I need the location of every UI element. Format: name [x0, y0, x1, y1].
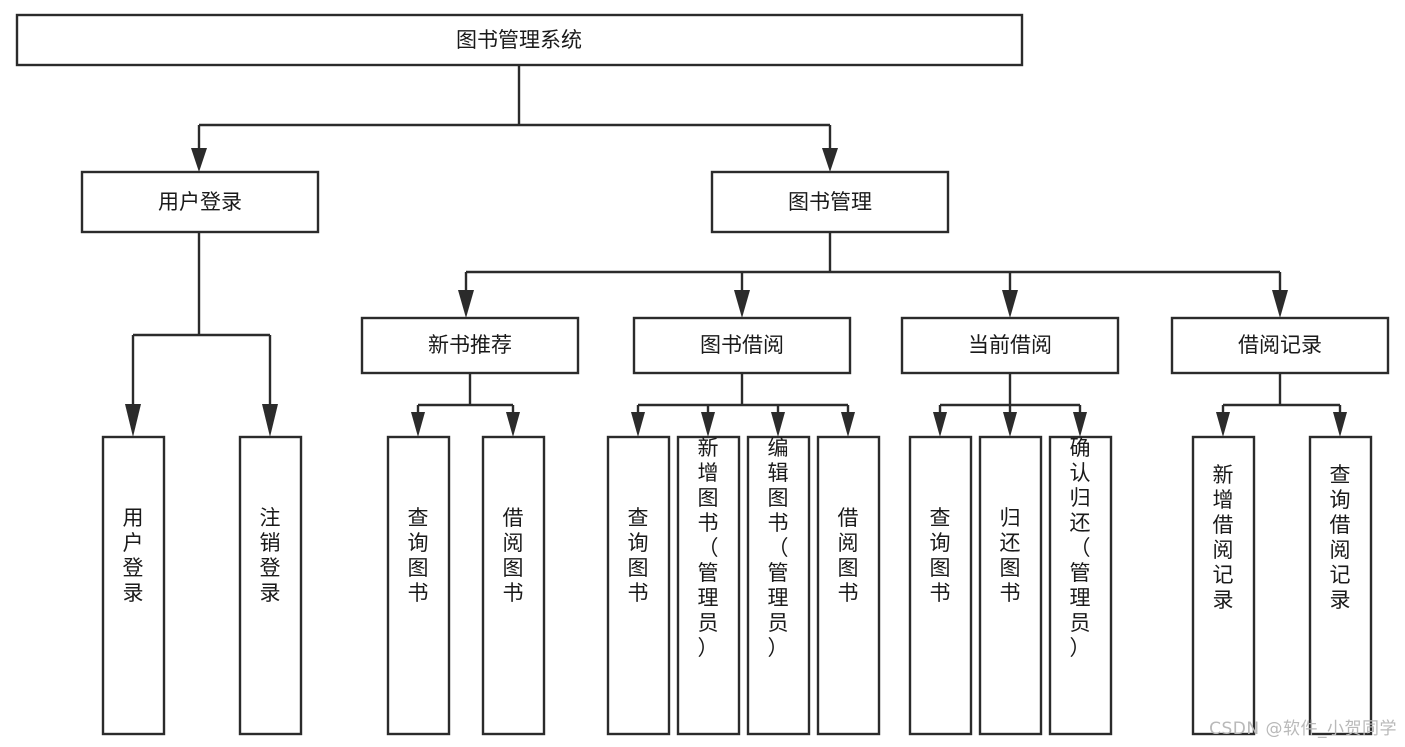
node-borrow-record-box[interactable]	[1170, 316, 1390, 375]
arrowhead-book-borrow	[734, 290, 750, 318]
node-current-borrow-label: 当前借阅	[968, 333, 1052, 357]
node-book-manage-box[interactable]	[710, 170, 950, 234]
node-user-login[interactable]: 用户登录	[80, 170, 320, 234]
node-leaf-query-book-borrow-label: 查询图书	[628, 506, 649, 605]
arrowhead-leaf-borrow-book	[841, 412, 855, 437]
node-leaf-borrow-book-label: 借阅图书	[838, 506, 859, 605]
arrowhead-book-manage	[822, 148, 838, 172]
node-leaf-confirm-return[interactable]: 确认归还（管理员）	[1048, 435, 1113, 736]
node-leaf-add-record-label: 新增借阅记录	[1213, 463, 1234, 612]
node-leaf-borrow-book-box[interactable]	[816, 435, 881, 736]
node-leaf-return-book-label: 归还图书	[1000, 506, 1021, 605]
arrowhead-leaf-add-record	[1216, 412, 1230, 437]
node-leaf-query-book-cur-label: 查询图书	[930, 506, 951, 605]
node-leaf-add-record[interactable]: 新增借阅记录	[1191, 435, 1256, 736]
node-leaf-edit-book-box[interactable]	[746, 435, 811, 736]
node-leaf-add-record-box[interactable]	[1191, 435, 1256, 736]
node-leaf-query-book-rec-box[interactable]	[386, 435, 451, 736]
arrowhead-leaf-add-book	[701, 412, 715, 437]
arrowhead-current-borrow	[1002, 290, 1018, 318]
node-leaf-query-book-cur[interactable]: 查询图书	[908, 435, 973, 736]
node-leaf-user-login-box[interactable]	[101, 435, 166, 736]
node-book-manage[interactable]: 图书管理	[710, 170, 950, 234]
node-borrow-record-label: 借阅记录	[1238, 333, 1322, 357]
node-leaf-edit-book[interactable]: 编辑图书（管理员）	[746, 435, 811, 736]
node-leaf-confirm-return-box[interactable]	[1048, 435, 1113, 736]
node-new-book-rec[interactable]: 新书推荐	[360, 316, 580, 375]
node-leaf-logout-label: 注销登录	[260, 506, 281, 605]
node-leaf-add-book[interactable]: 新增图书（管理员）	[676, 435, 741, 736]
connector-layer	[125, 66, 1347, 437]
node-new-book-rec-box[interactable]	[360, 316, 580, 375]
node-leaf-return-book[interactable]: 归还图书	[978, 435, 1043, 736]
node-leaf-logout-box[interactable]	[238, 435, 303, 736]
node-leaf-user-login[interactable]: 用户登录	[101, 435, 166, 736]
node-leaf-logout[interactable]: 注销登录	[238, 435, 303, 736]
node-leaf-borrow-book-rec[interactable]: 借阅图书	[481, 435, 546, 736]
csdn-watermark: CSDN @软件_小贺同学	[1209, 719, 1397, 739]
node-user-login-box[interactable]	[80, 170, 320, 234]
node-leaf-return-book-box[interactable]	[978, 435, 1043, 736]
node-leaf-confirm-return-label: 确认归还（管理员）	[1070, 436, 1091, 660]
node-user-login-label: 用户登录	[158, 190, 242, 214]
node-root-label: 图书管理系统	[456, 28, 582, 52]
node-book-borrow[interactable]: 图书借阅	[632, 316, 852, 375]
arrowhead-new-book-rec	[458, 290, 474, 318]
node-leaf-query-book-rec-label: 查询图书	[408, 506, 429, 605]
node-book-borrow-label: 图书借阅	[700, 333, 784, 357]
arrowhead-leaf-query-book-cur	[933, 412, 947, 437]
node-leaf-query-record[interactable]: 查询借阅记录	[1308, 435, 1373, 736]
arrowhead-leaf-user-login	[125, 404, 141, 437]
node-leaf-user-login-label: 用户登录	[123, 506, 144, 605]
node-leaf-query-book-borrow[interactable]: 查询图书	[606, 435, 671, 736]
node-leaf-add-book-box[interactable]	[676, 435, 741, 736]
node-leaf-query-record-box[interactable]	[1308, 435, 1373, 736]
node-book-borrow-box[interactable]	[632, 316, 852, 375]
node-leaf-query-book-cur-box[interactable]	[908, 435, 973, 736]
arrowhead-leaf-edit-book	[771, 412, 785, 437]
node-leaf-borrow-book[interactable]: 借阅图书	[816, 435, 881, 736]
arrowhead-leaf-query-book-borrow	[631, 412, 645, 437]
node-current-borrow-box[interactable]	[900, 316, 1120, 375]
node-book-manage-label: 图书管理	[788, 190, 872, 214]
node-current-borrow[interactable]: 当前借阅	[900, 316, 1120, 375]
arrowhead-leaf-query-record	[1333, 412, 1347, 437]
node-leaf-query-book-borrow-box[interactable]	[606, 435, 671, 736]
node-new-book-rec-label: 新书推荐	[428, 333, 512, 357]
node-leaf-query-book-rec[interactable]: 查询图书	[386, 435, 451, 736]
arrowhead-leaf-logout	[262, 404, 278, 437]
node-leaf-query-record-label: 查询借阅记录	[1330, 463, 1351, 612]
node-leaf-edit-book-label: 编辑图书（管理员）	[768, 436, 789, 660]
arrowhead-leaf-borrow-book-rec	[506, 412, 520, 437]
node-leaf-borrow-book-rec-box[interactable]	[481, 435, 546, 736]
arrowhead-leaf-return-book	[1003, 412, 1017, 437]
arrowhead-borrow-record	[1272, 290, 1288, 318]
arrowhead-leaf-query-book-rec	[411, 412, 425, 437]
node-leaf-add-book-label: 新增图书（管理员）	[698, 436, 719, 660]
node-borrow-record[interactable]: 借阅记录	[1170, 316, 1390, 375]
node-root-box[interactable]	[15, 13, 1024, 67]
node-root[interactable]: 图书管理系统	[15, 13, 1024, 67]
node-leaf-borrow-book-rec-label: 借阅图书	[503, 506, 524, 605]
arrowhead-user-login	[191, 148, 207, 172]
arrowhead-leaf-confirm-return	[1073, 412, 1087, 437]
